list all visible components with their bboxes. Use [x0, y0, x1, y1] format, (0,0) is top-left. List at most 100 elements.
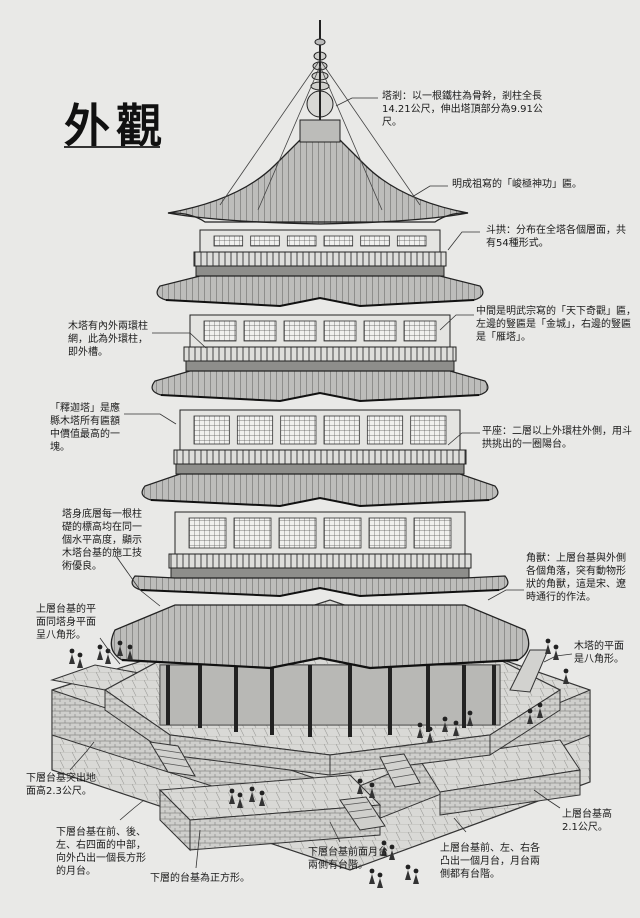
- people-figures: [69, 638, 569, 888]
- note-leveling: 塔身底層每一根柱礎的標高均在同一個水平高度，顯示木塔台基的施工技術優良。: [62, 509, 142, 572]
- spire: [167, 20, 469, 225]
- balcony-railing: [173, 449, 467, 465]
- eave-edge: [165, 296, 475, 308]
- lattice-window: [323, 320, 357, 342]
- figure-head: [427, 726, 433, 732]
- figure-head: [369, 868, 375, 874]
- lattice-window: [368, 517, 407, 549]
- figure-body: [127, 650, 133, 660]
- page-title: 外觀: [64, 99, 168, 153]
- ground-floor: [159, 664, 501, 737]
- lattice-window: [188, 517, 227, 549]
- figure-body: [369, 874, 375, 884]
- figure-body: [237, 798, 243, 808]
- note-upper-moon: 上層台基前、左、右各凸出一個月台，月台兩側都有台階。: [440, 843, 540, 880]
- title-underline: [64, 146, 160, 148]
- balcony-railing: [168, 553, 472, 569]
- note-balcony: 平座：二層以上外環柱外側，用斗拱挑出的一圈陽台。: [482, 426, 632, 450]
- figure-body: [69, 654, 75, 664]
- note-columns: 木塔有內外兩環柱網，此為外環柱，即外槽。: [68, 321, 148, 358]
- pagoda-tiers: [110, 229, 530, 670]
- note-corner-beasts: 角獸：上層台基與外側各個角落，突有動物形狀的角獸，這是宋、遼時通行的作法。: [526, 553, 626, 603]
- note-front-stairs: 下層台基前面月台兩側有台階。: [308, 847, 388, 871]
- figure-body: [105, 654, 111, 664]
- figure-body: [377, 878, 383, 888]
- figure-body: [467, 716, 473, 726]
- figure-body: [553, 650, 559, 660]
- figure-head: [537, 702, 543, 708]
- figure-head: [69, 648, 75, 654]
- eave-edge: [160, 391, 480, 403]
- note-lower-height: 下層台基突出地面高2.3公尺。: [26, 773, 96, 797]
- figure-head: [357, 778, 363, 784]
- balcony-railing: [193, 251, 447, 267]
- lattice-window: [236, 415, 274, 445]
- note-tower-plan: 木塔的平面是八角形。: [574, 641, 624, 665]
- figure-head: [389, 844, 395, 850]
- figure-body: [117, 646, 123, 656]
- lattice-window: [360, 235, 390, 247]
- figure-body: [97, 650, 103, 660]
- figure-head: [117, 640, 123, 646]
- figure-body: [545, 644, 551, 654]
- figure-body: [369, 788, 375, 798]
- figure-body: [249, 792, 255, 802]
- figure-head: [259, 790, 265, 796]
- lattice-window: [193, 415, 230, 445]
- note-upper-height: 上層台基高2.1公尺。: [562, 809, 612, 833]
- figure-head: [467, 710, 473, 716]
- figure-head: [105, 648, 111, 654]
- figure-head: [369, 782, 375, 788]
- ground-roof-edge: [121, 656, 519, 670]
- note-spire: 塔剎：以一根鐵柱為骨幹，剎柱全長14.21公尺，伸出塔頂部分為9.91公尺。: [382, 91, 543, 128]
- figure-head: [127, 644, 133, 650]
- lattice-window: [410, 415, 447, 445]
- note-dougong: 斗拱：分布在全塔各個層面，共有54種形式。: [486, 225, 626, 249]
- lattice-window: [278, 517, 317, 549]
- bracket-band: [185, 360, 455, 372]
- lattice-window: [213, 235, 244, 247]
- leader-lines: [69, 97, 573, 869]
- lattice-window: [286, 235, 317, 247]
- lattice-window: [280, 415, 317, 445]
- bracket-band: [170, 567, 470, 579]
- figure-head: [237, 792, 243, 798]
- figure-body: [527, 714, 533, 724]
- note-upper-base: 上層台基的平面同塔身平面呈八角形。: [36, 604, 96, 641]
- balcony-railing: [183, 346, 457, 362]
- figure-head: [229, 788, 235, 794]
- figure-body: [357, 784, 363, 794]
- eave-edge: [150, 496, 490, 508]
- lattice-window: [323, 517, 362, 549]
- figure-body: [537, 708, 543, 718]
- lattice-window: [413, 517, 452, 549]
- figure-body: [453, 726, 459, 736]
- figure-head: [377, 872, 383, 878]
- note-plaques-mid: 中間是明武宗寫的「天下奇觀」匾，左邊的豎匾是「金城」，右邊的豎匾是「雁塔」。: [476, 306, 636, 343]
- figure-body: [259, 796, 265, 806]
- figure-head: [381, 840, 387, 846]
- note-square-base: 下層的台基為正方形。: [150, 873, 250, 884]
- figure-body: [77, 658, 83, 668]
- figure-head: [527, 708, 533, 714]
- lattice-window: [396, 235, 427, 247]
- figure-head: [405, 864, 411, 870]
- figure-head: [417, 722, 423, 728]
- figure-head: [453, 720, 459, 726]
- note-lower-front: 下層台基在前、後、左、右四面的中部，向外凸出一個長方形的月台。: [56, 827, 146, 877]
- lattice-window: [403, 320, 437, 342]
- note-plaque-top: 明成祖寫的「峻極神功」匾。: [452, 179, 582, 190]
- lattice-window: [250, 235, 280, 247]
- figure-body: [417, 728, 423, 738]
- lattice-window: [233, 517, 272, 549]
- figure-body: [405, 870, 411, 880]
- figure-head: [413, 868, 419, 874]
- figure-body: [381, 846, 387, 856]
- note-sakyamuni: 「釋迦塔」是應縣木塔所有匾額中價值最高的一塊。: [50, 403, 120, 453]
- lattice-window: [363, 320, 397, 342]
- figure-head: [97, 644, 103, 650]
- lattice-window: [243, 320, 277, 342]
- tier-wall: [199, 229, 441, 253]
- lattice-window: [366, 415, 404, 445]
